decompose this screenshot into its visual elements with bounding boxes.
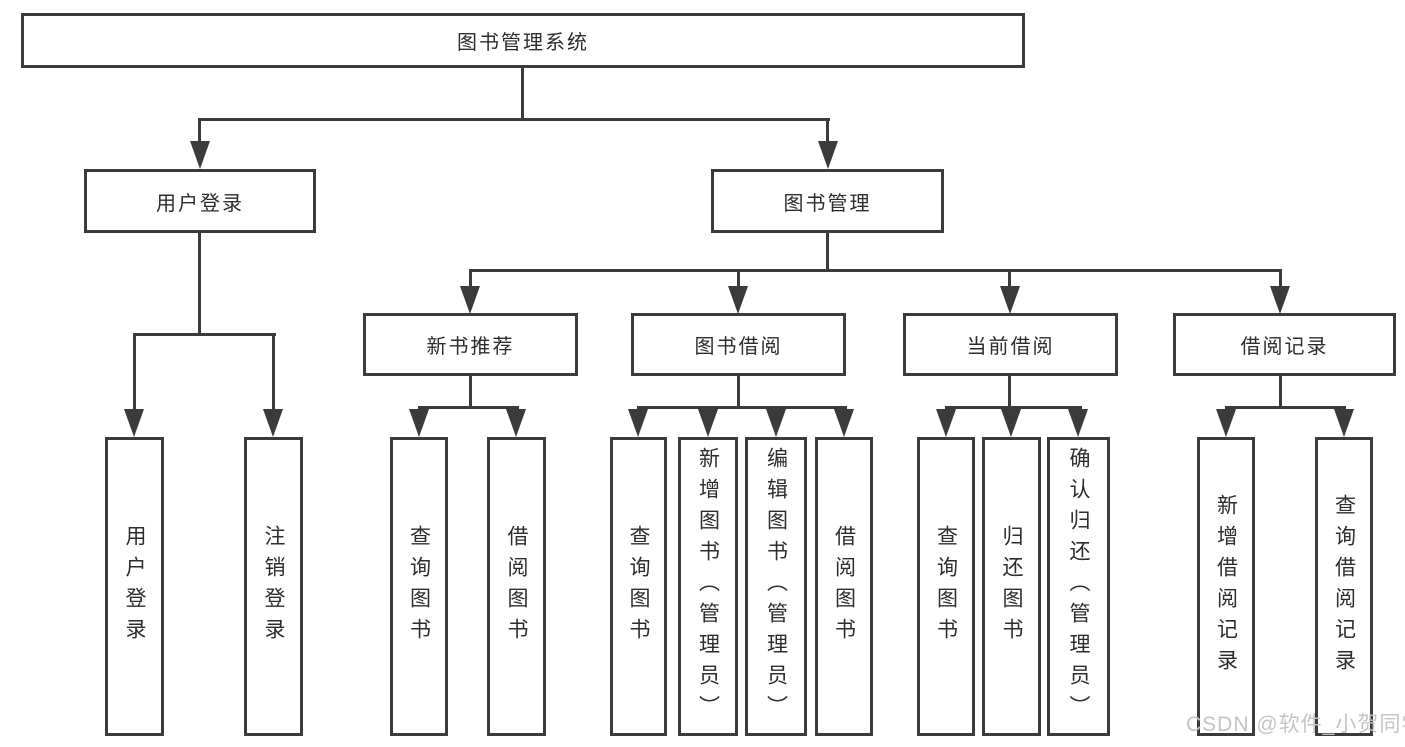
leaf-label: 借阅图书 xyxy=(832,524,856,649)
arrow-down-icon xyxy=(506,409,526,437)
leaf-label: 查询图书 xyxy=(627,524,650,649)
connector-line xyxy=(826,118,829,144)
connector-line xyxy=(198,118,830,121)
arrow-down-icon xyxy=(409,409,429,437)
leaf-label: 新增图书（管理员） xyxy=(696,447,720,726)
connector-line xyxy=(418,406,519,409)
node-label: 新书推荐 xyxy=(426,336,515,358)
connector-line xyxy=(1279,374,1282,409)
leaf-label: 查询图书 xyxy=(407,524,431,649)
leaf-logout: 注销登录 xyxy=(244,437,303,736)
connector-line xyxy=(272,333,275,413)
connector-line xyxy=(133,333,136,413)
csdn-watermark: CSDN @软件_小贺同学 xyxy=(1186,713,1405,736)
node-label: 借阅记录 xyxy=(1240,336,1329,358)
leaf-edit-books-admin: 编辑图书（管理员） xyxy=(745,437,807,736)
connector-line xyxy=(133,333,276,336)
arrow-down-icon xyxy=(936,409,956,437)
arrow-down-icon xyxy=(1068,409,1088,437)
leaf-add-borrow-record: 新增借阅记录 xyxy=(1197,437,1255,736)
leaf-borrow-books: 借阅图书 xyxy=(487,437,546,736)
arrow-down-icon xyxy=(628,409,648,437)
node-label: 用户登录 xyxy=(156,192,244,215)
leaf-label: 新增借阅记录 xyxy=(1214,493,1238,680)
node-new-book-recommend: 新书推荐 xyxy=(363,313,578,376)
connector-line xyxy=(737,374,740,409)
connector-line xyxy=(1279,269,1282,291)
connector-line xyxy=(1225,406,1346,409)
connector-line xyxy=(469,374,472,409)
arrow-down-icon xyxy=(1001,409,1021,437)
connector-line xyxy=(737,269,740,291)
arrow-down-icon xyxy=(1216,409,1236,437)
leaf-query-books: 查询图书 xyxy=(390,437,448,736)
node-label: 图书管理系统 xyxy=(457,32,589,54)
leaf-label: 编辑图书（管理员） xyxy=(764,447,788,726)
arrow-down-icon xyxy=(834,409,854,437)
node-user-login: 用户登录 xyxy=(84,169,316,233)
connector-line xyxy=(469,269,472,291)
connector-line xyxy=(469,269,1282,272)
connector-line xyxy=(198,118,201,144)
leaf-borrow-books: 借阅图书 xyxy=(815,437,873,736)
node-book-management: 图书管理 xyxy=(711,169,944,233)
arrow-down-icon xyxy=(190,141,210,169)
arrow-down-icon xyxy=(1270,286,1290,314)
arrow-down-icon xyxy=(124,409,144,437)
leaf-label: 用户登录 xyxy=(123,524,146,649)
connector-line xyxy=(637,406,847,409)
leaf-return-books: 归还图书 xyxy=(982,437,1041,736)
leaf-label: 查询图书 xyxy=(934,524,958,649)
leaf-label: 借阅图书 xyxy=(505,524,528,649)
node-label: 图书管理 xyxy=(783,192,872,215)
node-label: 当前借阅 xyxy=(966,336,1055,358)
arrow-down-icon xyxy=(818,141,838,169)
arrow-down-icon xyxy=(766,409,786,437)
leaf-label: 确认归还（管理员） xyxy=(1067,447,1090,726)
node-label: 图书借阅 xyxy=(694,336,783,358)
connector-line xyxy=(1008,374,1011,409)
connector-line xyxy=(521,66,524,120)
arrow-down-icon xyxy=(1000,286,1020,314)
arrow-down-icon xyxy=(460,286,480,314)
node-current-borrowing: 当前借阅 xyxy=(903,313,1118,376)
leaf-label: 注销登录 xyxy=(262,524,285,649)
arrow-down-icon xyxy=(728,286,748,314)
leaf-user-login: 用户登录 xyxy=(105,437,164,736)
leaf-label: 查询借阅记录 xyxy=(1332,493,1356,680)
connector-line xyxy=(1008,269,1011,291)
node-book-borrowing: 图书借阅 xyxy=(631,313,846,376)
leaf-confirm-return-admin: 确认归还（管理员） xyxy=(1047,437,1110,736)
node-borrow-records: 借阅记录 xyxy=(1173,313,1396,376)
arrow-down-icon xyxy=(1334,409,1354,437)
arrow-down-icon xyxy=(698,409,718,437)
leaf-add-books-admin: 新增图书（管理员） xyxy=(678,437,738,736)
leaf-query-books: 查询图书 xyxy=(610,437,667,736)
leaf-label: 归还图书 xyxy=(1000,524,1023,649)
node-library-management-system: 图书管理系统 xyxy=(21,13,1025,68)
connector-line xyxy=(826,231,829,272)
arrow-down-icon xyxy=(263,409,283,437)
connector-line xyxy=(198,231,201,336)
leaf-query-books: 查询图书 xyxy=(917,437,975,736)
leaf-query-borrow-record: 查询借阅记录 xyxy=(1315,437,1373,736)
connector-line xyxy=(945,406,1082,409)
